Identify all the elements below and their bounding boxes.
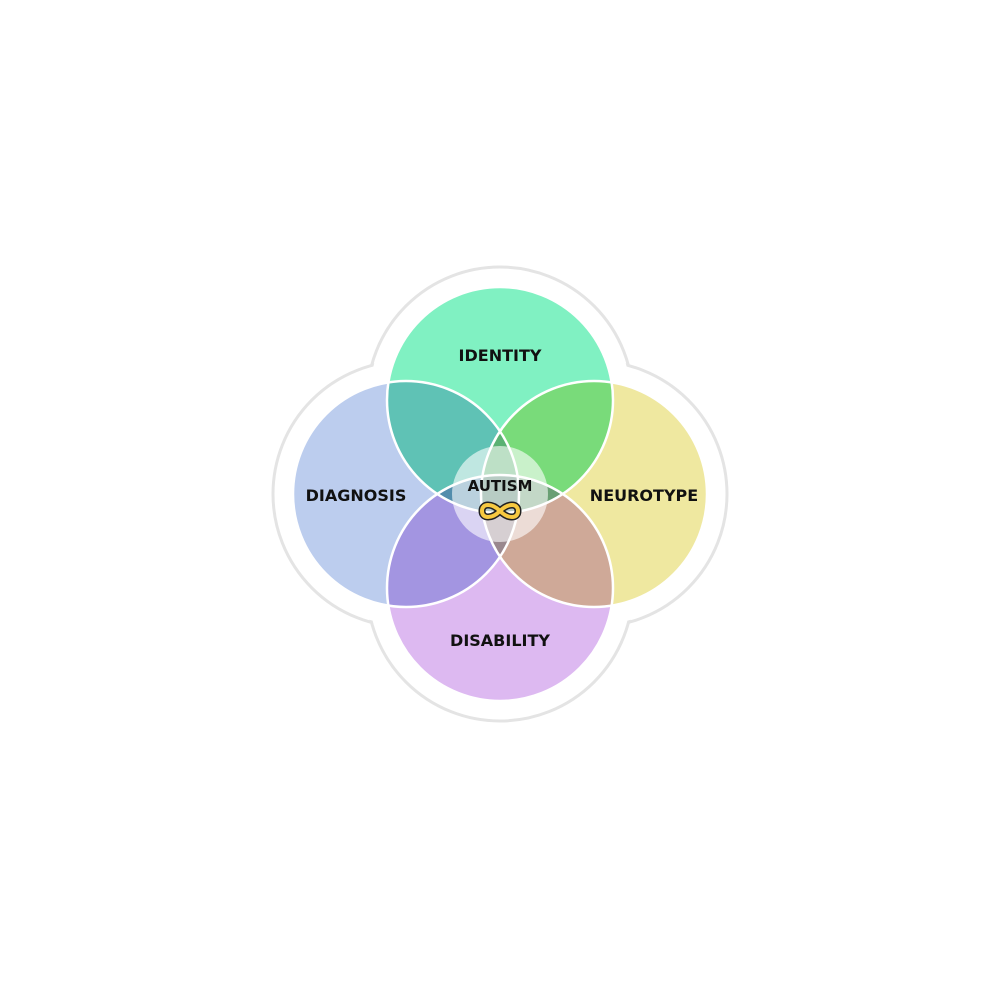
label-neurotype: NEUROTYPE (590, 486, 698, 505)
circle-disability (387, 475, 613, 701)
label-identity: IDENTITY (459, 346, 542, 365)
label-diagnosis: DIAGNOSIS (306, 486, 407, 505)
label-disability: DISABILITY (450, 631, 550, 650)
center-circle (452, 446, 548, 542)
infinity-icon (478, 501, 522, 521)
label-autism: AUTISM (468, 477, 533, 495)
